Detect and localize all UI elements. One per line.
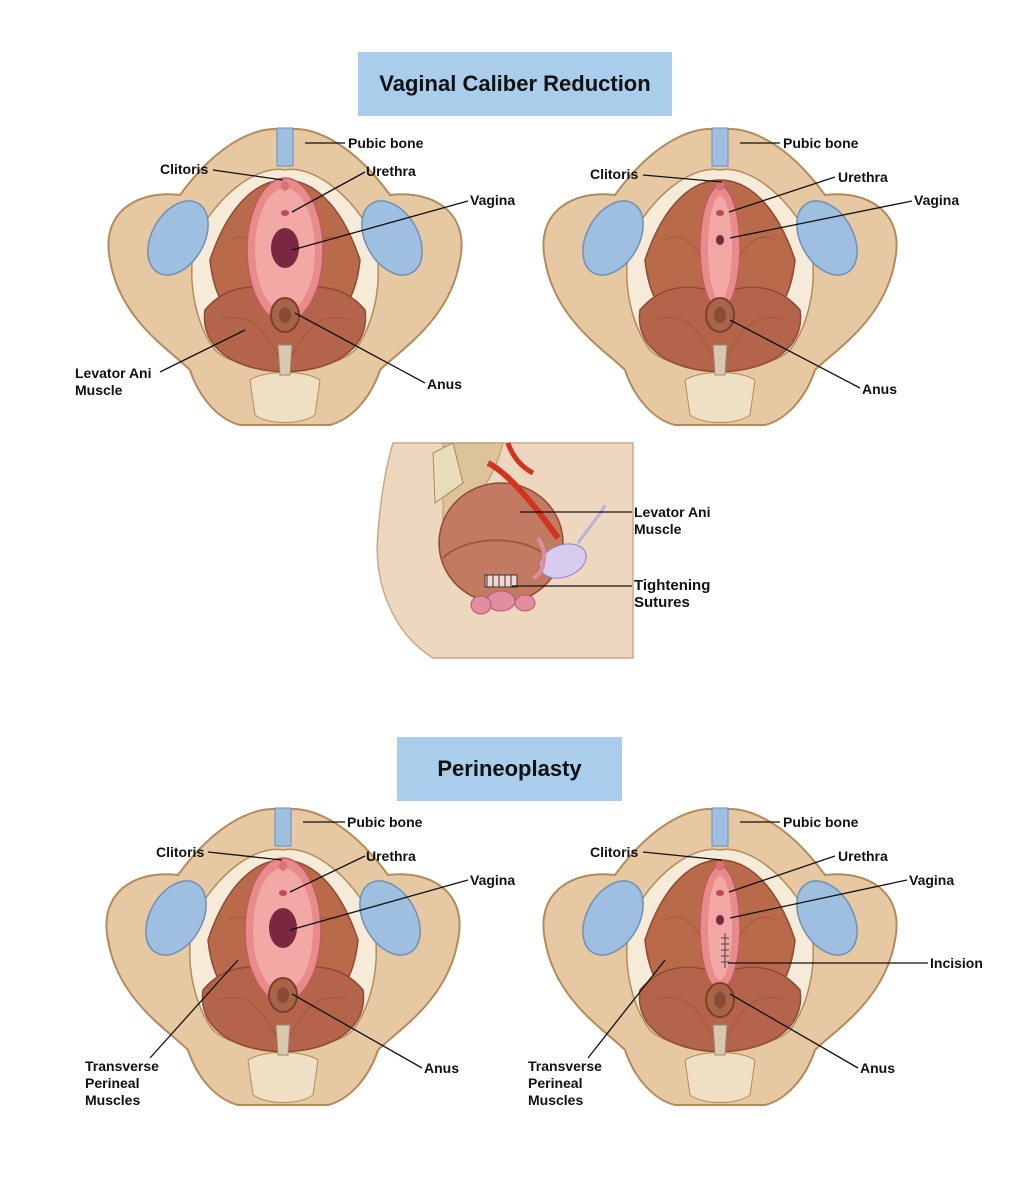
label-pubic-bone-1: Pubic bone <box>348 135 424 151</box>
label-urethra-1: Urethra <box>366 163 416 179</box>
label-clitoris-1: Clitoris <box>160 161 209 177</box>
label-clitoris-4: Clitoris <box>590 844 639 860</box>
label-incision: Incision <box>930 955 983 971</box>
label-anus-3: Anus <box>424 1060 459 1076</box>
label-clitoris-2: Clitoris <box>590 166 639 182</box>
label-vagina-3: Vagina <box>470 872 516 888</box>
label-vagina-1: Vagina <box>470 192 516 208</box>
label-pubic-bone-2: Pubic bone <box>783 135 859 151</box>
label-transverse-perineal-3: Transverse Perineal Muscles <box>85 1058 159 1108</box>
label-levator-ani-1: Levator Ani Muscle <box>75 365 152 398</box>
label-urethra-2: Urethra <box>838 169 888 185</box>
label-anus-4: Anus <box>860 1060 895 1076</box>
label-anus-2: Anus <box>862 381 897 397</box>
label-clitoris-3: Clitoris <box>156 844 205 860</box>
section-title-vaginal-caliber-reduction: Vaginal Caliber Reduction <box>358 52 672 116</box>
label-urethra-4: Urethra <box>838 848 888 864</box>
label-vagina-4: Vagina <box>909 872 955 888</box>
label-anus-1: Anus <box>427 376 462 392</box>
label-urethra-3: Urethra <box>366 848 416 864</box>
label-vagina-2: Vagina <box>914 192 960 208</box>
label-transverse-perineal-4: Transverse Perineal Muscles <box>528 1058 602 1108</box>
label-tightening-sutures: Tightening Sutures <box>634 577 711 611</box>
label-levator-ani-sagittal: Levator Ani Muscle <box>634 504 711 537</box>
section-title-perineoplasty: Perineoplasty <box>397 737 622 801</box>
label-pubic-bone-3: Pubic bone <box>347 814 423 830</box>
label-pubic-bone-4: Pubic bone <box>783 814 859 830</box>
sagittal-section-illustration <box>373 442 634 659</box>
